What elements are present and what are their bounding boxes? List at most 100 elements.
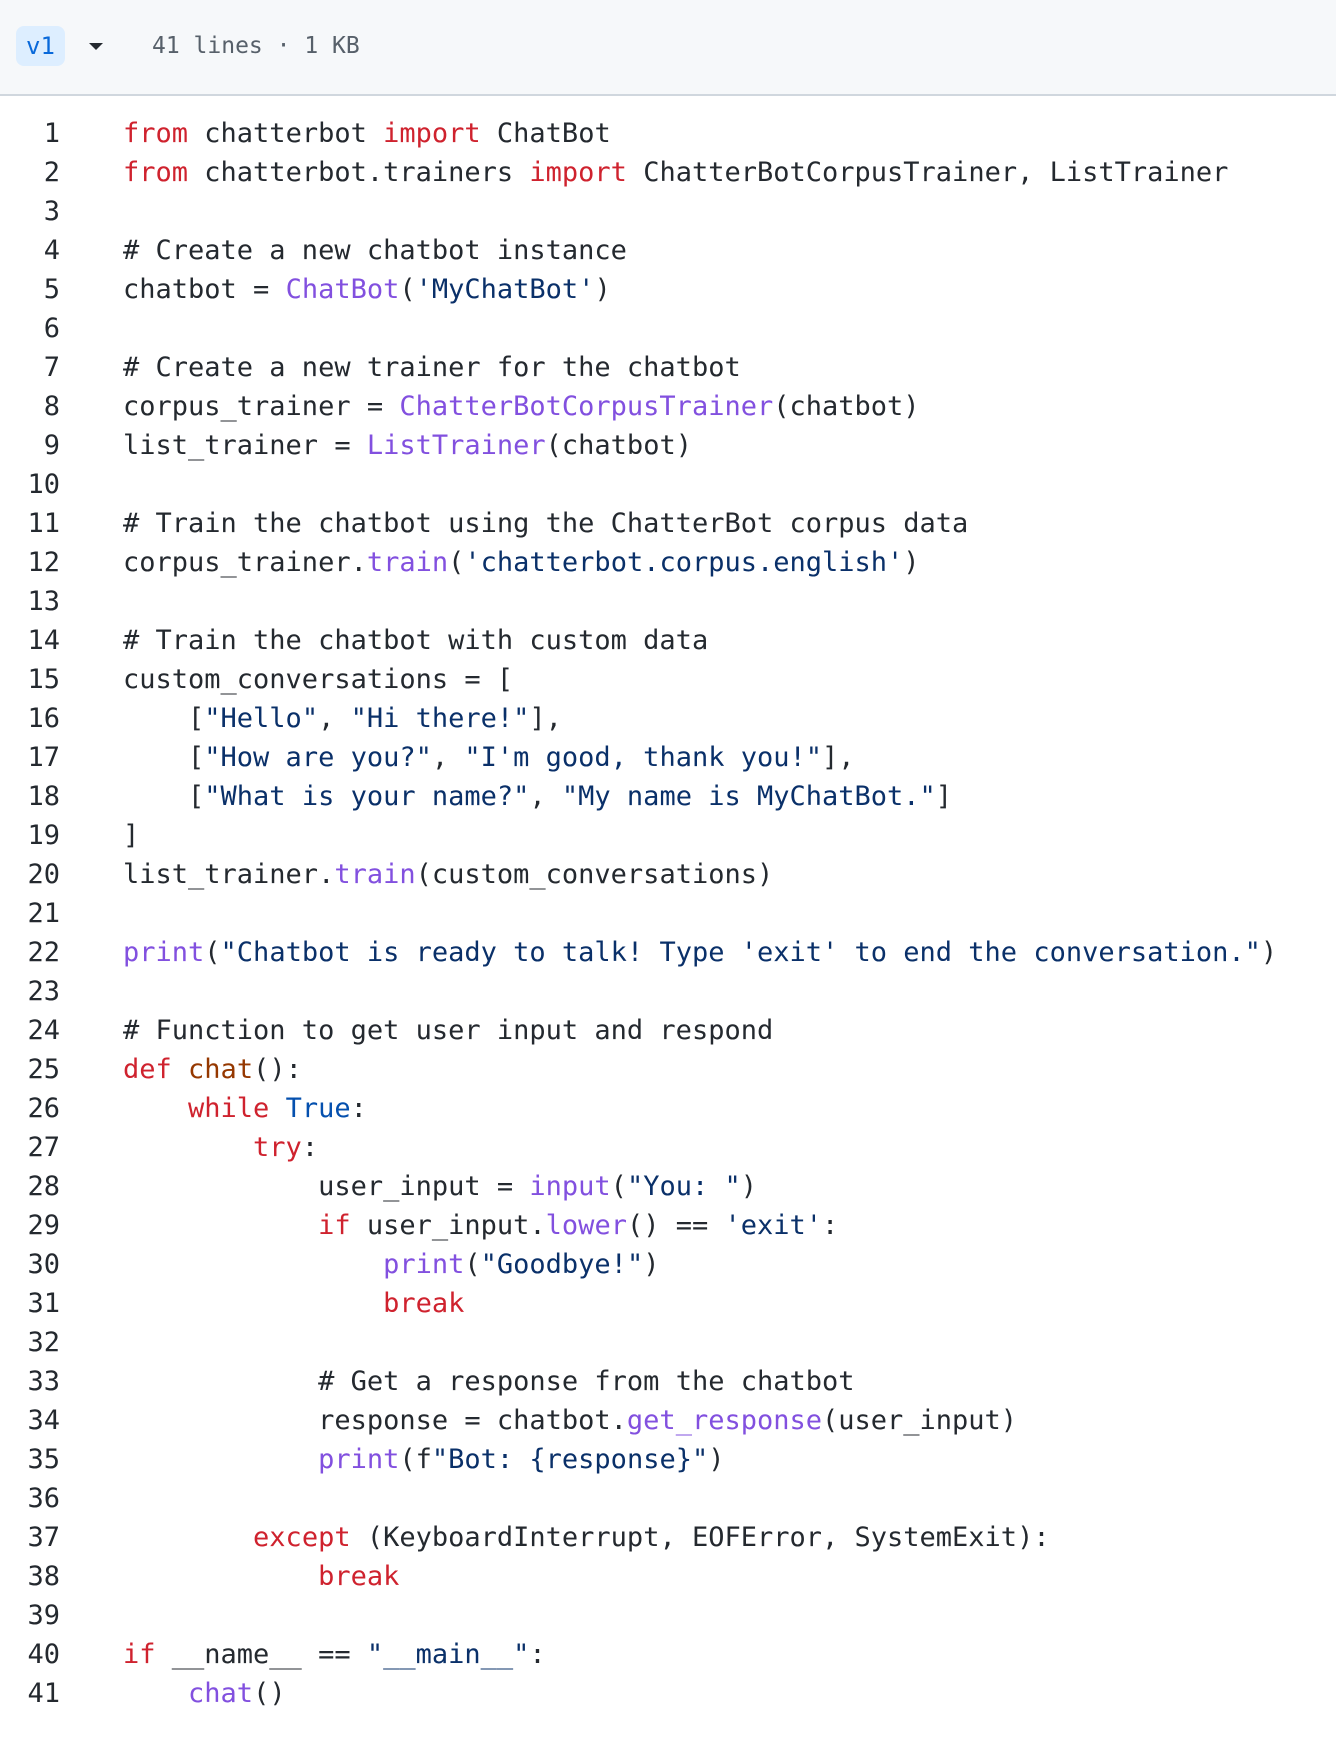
line-number[interactable]: 29	[27, 1210, 60, 1241]
line-number[interactable]: 34	[27, 1405, 60, 1436]
code-line: 37 except (KeyboardInterrupt, EOFError, …	[0, 1518, 1336, 1557]
line-number[interactable]: 1	[43, 118, 60, 149]
code-token: list_trainer =	[123, 430, 367, 461]
code-token: print	[123, 937, 205, 968]
line-number[interactable]: 26	[27, 1093, 60, 1124]
line-number[interactable]: 41	[27, 1678, 60, 1709]
code-token: (user_input)	[822, 1405, 1018, 1436]
code-line: 11# Train the chatbot using the ChatterB…	[0, 504, 1336, 543]
line-number[interactable]: 27	[27, 1132, 60, 1163]
code-token	[123, 1522, 253, 1553]
code-token: if	[318, 1210, 351, 1241]
line-number[interactable]: 10	[27, 469, 60, 500]
line-content: break	[123, 1557, 399, 1596]
line-number[interactable]: 30	[27, 1249, 60, 1280]
line-content: # Create a new chatbot instance	[123, 231, 627, 270]
line-number[interactable]: 8	[43, 391, 60, 422]
line-number[interactable]: 14	[27, 625, 60, 656]
line-content: break	[123, 1284, 464, 1323]
code-line: 26 while True:	[0, 1089, 1336, 1128]
line-number[interactable]: 11	[27, 508, 60, 539]
line-number[interactable]: 4	[43, 235, 60, 266]
code-line: 30 print("Goodbye!")	[0, 1245, 1336, 1284]
code-token: "__main__"	[366, 1639, 530, 1670]
file-size: 1 KB	[304, 33, 360, 59]
code-token: # Create a new trainer for the chatbot	[123, 352, 741, 383]
line-number[interactable]: 5	[43, 274, 60, 305]
code-token: "Hi there!"	[350, 703, 530, 734]
code-token: train	[334, 859, 416, 890]
line-content: if user_input.lower() == 'exit':	[123, 1206, 838, 1245]
code-token: try	[253, 1132, 302, 1163]
line-content: def chat():	[123, 1050, 302, 1089]
code-token: [	[123, 742, 205, 773]
line-number[interactable]: 38	[27, 1561, 60, 1592]
code-token: chatbot =	[123, 274, 286, 305]
code-line: 6	[0, 309, 1336, 348]
code-line: 31 break	[0, 1284, 1336, 1323]
code-token: chatterbot	[188, 118, 384, 149]
line-number[interactable]: 6	[43, 313, 60, 344]
line-number[interactable]: 36	[27, 1483, 60, 1514]
code-token: )	[1260, 937, 1278, 968]
line-content: # Create a new trainer for the chatbot	[123, 348, 741, 387]
line-number[interactable]: 9	[43, 430, 60, 461]
line-content: # Get a response from the chatbot	[123, 1362, 854, 1401]
code-token: input	[529, 1171, 611, 1202]
line-number[interactable]: 3	[43, 196, 60, 227]
line-content: try:	[123, 1128, 318, 1167]
line-number[interactable]: 40	[27, 1639, 60, 1670]
caret-down-icon[interactable]	[86, 38, 106, 54]
line-content: list_trainer = ListTrainer(chatbot)	[123, 426, 692, 465]
line-number[interactable]: 2	[43, 157, 60, 188]
line-number[interactable]: 22	[27, 937, 60, 968]
line-number[interactable]: 25	[27, 1054, 60, 1085]
line-number[interactable]: 28	[27, 1171, 60, 1202]
code-token: )	[903, 547, 920, 578]
code-token: ListTrainer	[366, 430, 546, 461]
line-number[interactable]: 39	[27, 1600, 60, 1631]
line-number[interactable]: 37	[27, 1522, 60, 1553]
line-number[interactable]: 15	[27, 664, 60, 695]
code-line: 21	[0, 894, 1336, 933]
line-number[interactable]: 35	[27, 1444, 60, 1475]
line-content: user_input = input("You: ")	[123, 1167, 757, 1206]
line-number[interactable]: 17	[27, 742, 60, 773]
line-number[interactable]: 24	[27, 1015, 60, 1046]
code-token: (f	[399, 1444, 432, 1475]
line-number[interactable]: 33	[27, 1366, 60, 1397]
info-separator: ·	[276, 33, 291, 59]
code-token: "How are you?"	[204, 742, 432, 773]
line-number[interactable]: 16	[27, 703, 60, 734]
line-content: from chatterbot.trainers import ChatterB…	[123, 153, 1228, 192]
code-token	[123, 1366, 318, 1397]
code-token: print	[318, 1444, 400, 1475]
line-content: if __name__ == "__main__":	[123, 1635, 546, 1674]
line-number[interactable]: 23	[27, 976, 60, 1007]
code-line: 10	[0, 465, 1336, 504]
line-number[interactable]: 31	[27, 1288, 60, 1319]
line-number[interactable]: 12	[27, 547, 60, 578]
line-content: ["What is your name?", "My name is MyCha…	[123, 777, 952, 816]
code-line: 9 list_trainer = ListTrainer(chatbot)	[0, 426, 1336, 465]
line-number[interactable]: 32	[27, 1327, 60, 1358]
line-content: list_trainer.train(custom_conversations)	[123, 855, 773, 894]
code-token: 'MyChatBot'	[415, 274, 595, 305]
line-number[interactable]: 13	[27, 586, 60, 617]
code-line: 34 response = chatbot.get_response(user_…	[0, 1401, 1336, 1440]
code-token: :	[301, 1132, 319, 1163]
code-line: 14# Train the chatbot with custom data	[0, 621, 1336, 660]
code-line: 23	[0, 972, 1336, 1011]
code-token: chat	[188, 1054, 254, 1085]
version-selector[interactable]: v1	[16, 26, 65, 66]
line-number[interactable]: 7	[43, 352, 60, 383]
code-token: chatterbot.trainers	[188, 157, 530, 188]
line-number[interactable]: 21	[27, 898, 60, 929]
code-line: 7 # Create a new trainer for the chatbot	[0, 348, 1336, 387]
code-token: ChatterBotCorpusTrainer, ListTrainer	[626, 157, 1229, 188]
line-number[interactable]: 18	[27, 781, 60, 812]
line-number[interactable]: 19	[27, 820, 60, 851]
line-number[interactable]: 20	[27, 859, 60, 890]
line-content: corpus_trainer = ChatterBotCorpusTrainer…	[123, 387, 920, 426]
